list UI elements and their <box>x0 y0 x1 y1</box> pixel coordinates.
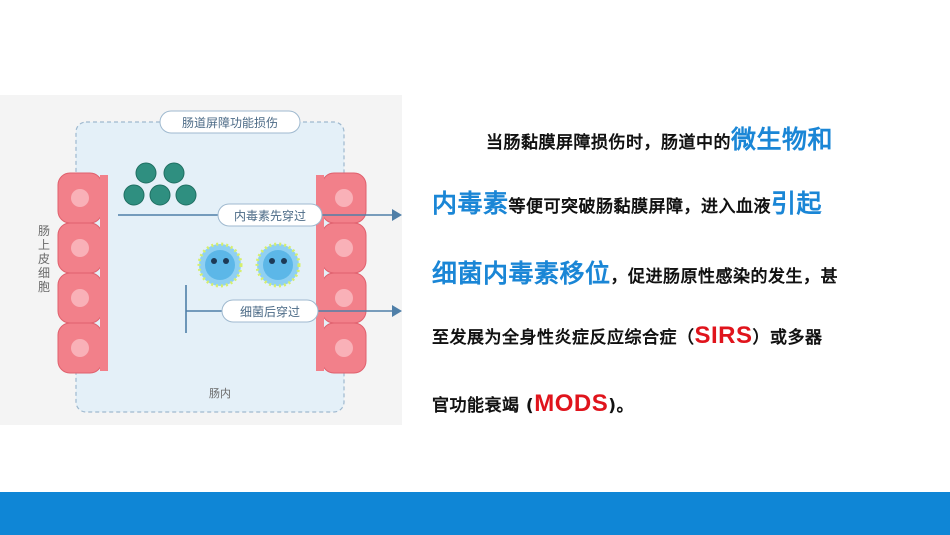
cell-nucleus <box>71 289 89 307</box>
arrow2-pill <box>221 299 319 323</box>
side-label-char: 皮 <box>38 252 50 266</box>
gut-barrier-diagram: 肠道屏障功能损伤 肠 上 皮 细 胞 <box>0 95 402 425</box>
cell-nucleus <box>335 239 353 257</box>
left-epithelial-cells <box>57 172 108 374</box>
highlight-mods: MODS <box>534 390 609 417</box>
diagram-title: 肠道屏障功能损伤 <box>182 115 278 130</box>
bacterium-body <box>263 250 293 280</box>
bacteria-arrowhead <box>392 305 402 317</box>
text-segment: 至发展为全身性炎症反应综合症（ <box>432 328 695 348</box>
text-segment: 当肠黏膜屏障损伤时，肠道中的 <box>486 133 731 153</box>
side-label-char: 上 <box>38 238 50 252</box>
side-label-char: 肠 <box>38 224 50 238</box>
cell-nucleus <box>71 239 89 257</box>
cell-nucleus <box>71 339 89 357</box>
bacterium-eye <box>211 258 217 264</box>
text-segment: ，促进肠原性感染的发生，甚 <box>610 267 839 287</box>
cell-nucleus <box>335 189 353 207</box>
arrow2-label: 细菌后穿过 <box>240 304 300 319</box>
highlight-sirs: SIRS <box>694 322 753 349</box>
arrow1-pill <box>217 203 323 227</box>
cell-nucleus <box>71 189 89 207</box>
side-label-char: 胞 <box>38 280 50 294</box>
lumen-label: 肠内 <box>209 386 231 400</box>
bacterium-eye <box>269 258 275 264</box>
paragraph-line-2: 内毒素等便可突破肠黏膜屏障，进入血液引起 <box>432 184 822 220</box>
arrow1-label: 内毒素先穿过 <box>234 208 306 223</box>
endotoxin-particle <box>135 162 157 184</box>
paragraph-line-5: 官功能衰竭 (MODS)。 <box>432 390 634 418</box>
endotoxin-arrowhead <box>392 209 402 221</box>
text-segment: 官功能衰竭 ( <box>432 396 535 416</box>
text-segment: ）或多器 <box>752 328 823 348</box>
highlight-microbes: 微生物和 <box>731 125 834 154</box>
bacterium-body <box>205 250 235 280</box>
endotoxin-cluster <box>123 162 197 206</box>
paragraph-line-1: 当肠黏膜屏障损伤时，肠道中的微生物和 <box>486 120 833 156</box>
bacteria-pair <box>197 242 301 288</box>
side-label: 肠 上 皮 细 胞 <box>38 224 50 294</box>
paragraph-line-3: 细菌内毒素移位，促进肠原性感染的发生，甚 <box>432 254 838 290</box>
cell-microvilli <box>100 175 108 371</box>
highlight-cause: 引起 <box>771 189 823 218</box>
endotoxin-particle <box>149 184 171 206</box>
title-pill <box>159 110 301 134</box>
cell-nucleus <box>335 339 353 357</box>
bottom-accent-bar <box>0 492 950 535</box>
endotoxin-particle <box>175 184 197 206</box>
side-label-char: 细 <box>38 266 50 280</box>
paragraph-line-4: 至发展为全身性炎症反应综合症（SIRS）或多器 <box>432 322 823 350</box>
bacterium-eye <box>281 258 287 264</box>
bacterium-eye <box>223 258 229 264</box>
endotoxin-particle <box>163 162 185 184</box>
highlight-endotoxin: 内毒素 <box>432 189 509 218</box>
text-segment: )。 <box>608 396 634 416</box>
endotoxin-particle <box>123 184 145 206</box>
cell-microvilli <box>316 175 324 371</box>
highlight-translocation: 细菌内毒素移位 <box>432 259 611 288</box>
text-segment: 等便可突破肠黏膜屏障，进入血液 <box>508 197 772 217</box>
cell-nucleus <box>335 289 353 307</box>
